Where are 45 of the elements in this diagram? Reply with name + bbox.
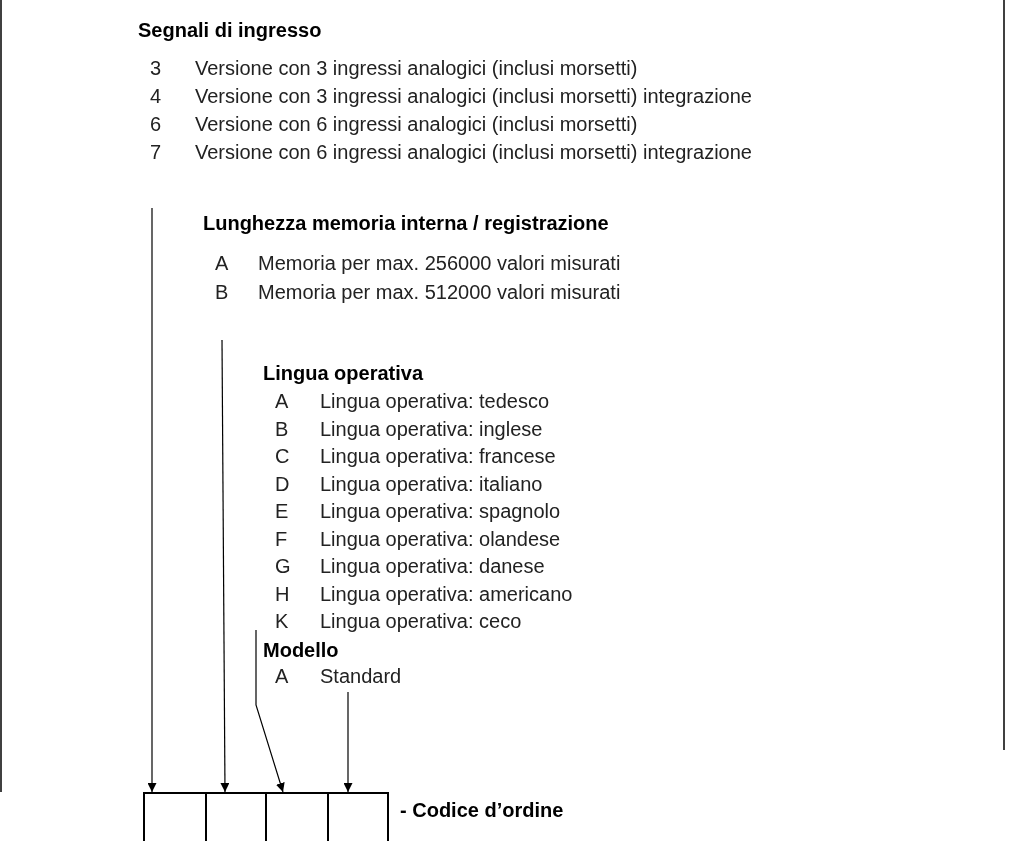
option-description: Lingua operativa: americano — [320, 581, 573, 607]
option-description: Memoria per max. 256000 valori misurati — [258, 251, 621, 276]
section-heading: Lunghezza memoria interna / registrazione — [203, 211, 609, 235]
option-code: 6 — [150, 112, 162, 137]
option-description: Versione con 6 ingressi analogici (inclusi morsetti) — [195, 112, 638, 137]
option-code: G — [275, 554, 291, 579]
code-box — [205, 792, 265, 841]
option-description: Versione con 6 ingressi analogici (inclusi morsetti) integrazione — [195, 140, 752, 165]
section-heading: Segnali di ingresso — [138, 18, 322, 42]
option-code: C — [275, 444, 290, 469]
option-description: Lingua operativa: ceco — [320, 609, 522, 634]
code-box — [327, 792, 389, 841]
option-description: Lingua operativa: francese — [320, 444, 556, 469]
option-code: A — [275, 664, 289, 689]
arrow — [220, 339, 230, 793]
section-heading: Lingua operativa — [263, 361, 424, 385]
option-code: 3 — [150, 56, 162, 81]
option-code: E — [275, 499, 289, 524]
option-code: K — [275, 609, 289, 634]
option-description: Lingua operativa: olandese — [320, 526, 561, 552]
option-description: Lingua operativa: tedesco — [320, 389, 550, 414]
option-code: 4 — [150, 84, 162, 109]
option-description: Lingua operativa: danese — [320, 554, 545, 579]
option-description: Lingua operativa: spagnolo — [320, 499, 561, 524]
option-code: B — [275, 416, 289, 442]
option-code: F — [275, 526, 288, 552]
arrow — [343, 691, 353, 793]
option-description: Memoria per max. 512000 valori misurati — [258, 280, 621, 305]
option-description: Standard — [320, 664, 402, 689]
option-description: Lingua operativa: inglese — [320, 416, 543, 442]
option-code: B — [215, 280, 229, 305]
option-code: A — [215, 251, 229, 276]
option-description: Versione con 3 ingressi analogici (inclusi morsetti) integrazione — [195, 84, 752, 109]
order-code-label: - Codice d’ordine — [400, 798, 564, 822]
section-heading: Modello — [263, 638, 339, 662]
option-code: H — [275, 581, 290, 607]
option-code: D — [275, 471, 290, 497]
option-description: Versione con 3 ingressi analogici (inclusi morsetti) — [195, 56, 638, 81]
code-box — [143, 792, 205, 841]
option-description: Lingua operativa: italiano — [320, 471, 543, 497]
option-code: 7 — [150, 140, 162, 165]
arrow — [255, 629, 285, 793]
code-box — [265, 792, 327, 841]
arrow — [147, 207, 157, 793]
option-code: A — [275, 389, 289, 414]
